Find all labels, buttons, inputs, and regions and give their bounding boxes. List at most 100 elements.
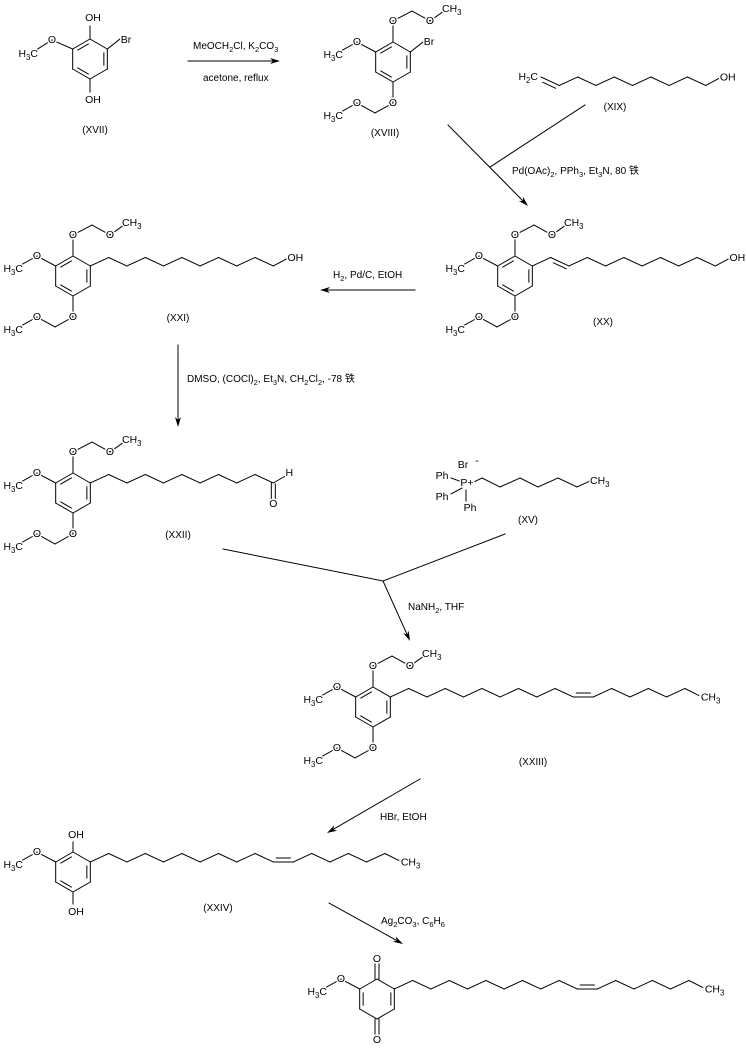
compound-label-xxi: (XXI): [167, 313, 190, 324]
oxygen-label: O: [33, 250, 41, 262]
bond: [109, 441, 125, 453]
quinone-chain-bond: [521, 979, 542, 990]
compound-label-xx: (XX): [593, 317, 613, 328]
xxiv-ring-bond: [72, 881, 92, 893]
quinone-chain-bond: [503, 979, 524, 990]
methyl-label: H3C: [445, 263, 465, 277]
xxii-chain-bond: [236, 473, 256, 484]
bond: [409, 655, 425, 667]
arrow-wittig: [382, 580, 410, 641]
xxi-chain-bond: [107, 256, 128, 267]
xix-chain-bond: [650, 76, 670, 87]
arrowhead-icon: [518, 196, 528, 206]
oxygen-label: O: [33, 528, 41, 540]
xxiv-chain-bond: [292, 852, 313, 863]
xxiv-chain-bond: [329, 852, 349, 863]
bond: [411, 10, 431, 22]
bond: [20, 316, 38, 327]
xix-chain-bond: [631, 76, 652, 87]
compound-label-xix: (XIX): [604, 102, 627, 113]
oxygen-label: O: [353, 36, 361, 48]
arrowhead-icon: [327, 825, 338, 833]
quinone-ring-bond: [358, 978, 378, 990]
arrow-heck: [447, 124, 528, 206]
xxiv-chain-bond: [89, 852, 110, 863]
bond: [336, 747, 356, 759]
oxygen-label: O: [475, 250, 483, 262]
xxii-bond: [36, 472, 57, 484]
oxygen-label: O: [389, 15, 397, 27]
methylene-label: H2C: [518, 71, 538, 85]
xxiv-chain-bond: [181, 852, 201, 863]
bond: [688, 979, 704, 989]
quinone-chain-bond: [485, 979, 505, 990]
xxiv-chain-bond: [126, 852, 146, 863]
oxygen-label: O: [337, 973, 345, 985]
bond: [551, 224, 567, 236]
xxi-ring-bond: [54, 285, 74, 297]
bond: [356, 102, 376, 114]
xxiii-ring-bond: [372, 716, 392, 728]
xxiv-ring-bond: [72, 851, 92, 863]
oxygen-label: O: [511, 229, 519, 241]
xxiv-bond: [20, 851, 38, 862]
compound-label-xxii: (XXII): [165, 530, 191, 541]
hydroxyl-label: OH: [729, 252, 745, 264]
bond: [391, 655, 411, 667]
quinone-chain-bond: [540, 979, 560, 990]
xxiii-chain-bond: [554, 687, 574, 698]
xxi-bond: [36, 255, 57, 267]
bonds: [20, 10, 729, 1035]
scheme-texts: (XVII)(XVIII)(XIX)(XX)(XXI)(XXII)(XV)(XX…: [82, 41, 639, 929]
oxygen-label: O: [369, 660, 377, 672]
xx-chain-bond: [568, 256, 588, 267]
xxiii-chain-bond: [444, 687, 465, 698]
bond: [20, 533, 38, 544]
methyl-label: CH3: [442, 3, 462, 17]
xxiii-chain-bond: [647, 687, 668, 698]
bond: [51, 39, 74, 50]
bond: [106, 38, 121, 50]
compound-label-xxiv: (XXIV): [203, 903, 232, 914]
xxiv-chain-bond: [199, 852, 220, 863]
compound-label-xvii: (XVII): [82, 125, 108, 136]
xviii-ring-bond: [392, 71, 412, 83]
oxygen-label: O: [69, 311, 77, 323]
xxii-chain-bond: [254, 473, 274, 484]
xx-ring-bond: [496, 285, 516, 297]
bond: [372, 655, 393, 667]
xvii-ring-bond: [89, 68, 109, 80]
oxygen-label: O: [33, 467, 41, 479]
oxygen-label: O: [33, 311, 41, 323]
methyl-label: H3C: [3, 541, 23, 555]
hydroxyl-label: OH: [68, 906, 84, 918]
oxygen-label: O: [475, 311, 483, 323]
xix-chain-bond: [558, 76, 579, 87]
oxygen-label: O: [106, 229, 114, 241]
reagent-deprotection: HBr, EtOH: [380, 812, 427, 823]
xxiii-bond: [320, 686, 338, 697]
xxii-ring-bond: [54, 502, 74, 514]
xix-chain-bond: [576, 76, 597, 87]
oxygen-label: O: [426, 15, 434, 27]
double-bond-line: [60, 880, 73, 888]
hydroxyl-label: OH: [85, 94, 101, 106]
quinone-chain-bond: [633, 979, 653, 990]
xxiv-chain-bond: [144, 852, 165, 863]
xxiii-ring-bond: [354, 716, 374, 728]
xxii-chain-bond: [199, 473, 220, 484]
xxii-ring-bond: [54, 472, 74, 484]
double-bond-line: [542, 81, 557, 89]
methyl-label: CH3: [705, 984, 725, 998]
reaction-arrows: [175, 58, 586, 944]
xviii-ring-bond: [392, 41, 412, 53]
reagent-oxidation: Ag2CO3, C6H6: [381, 916, 445, 929]
arrow-line: [328, 902, 401, 943]
xv-chain-bond: [499, 477, 521, 488]
double-bond-line: [502, 284, 515, 292]
arrow-deprotection: [327, 778, 421, 833]
xxi-chain-bond: [181, 256, 201, 267]
bond: [91, 441, 111, 453]
xix-chain-bond: [595, 76, 615, 87]
methyl-label: H3C: [323, 49, 343, 63]
